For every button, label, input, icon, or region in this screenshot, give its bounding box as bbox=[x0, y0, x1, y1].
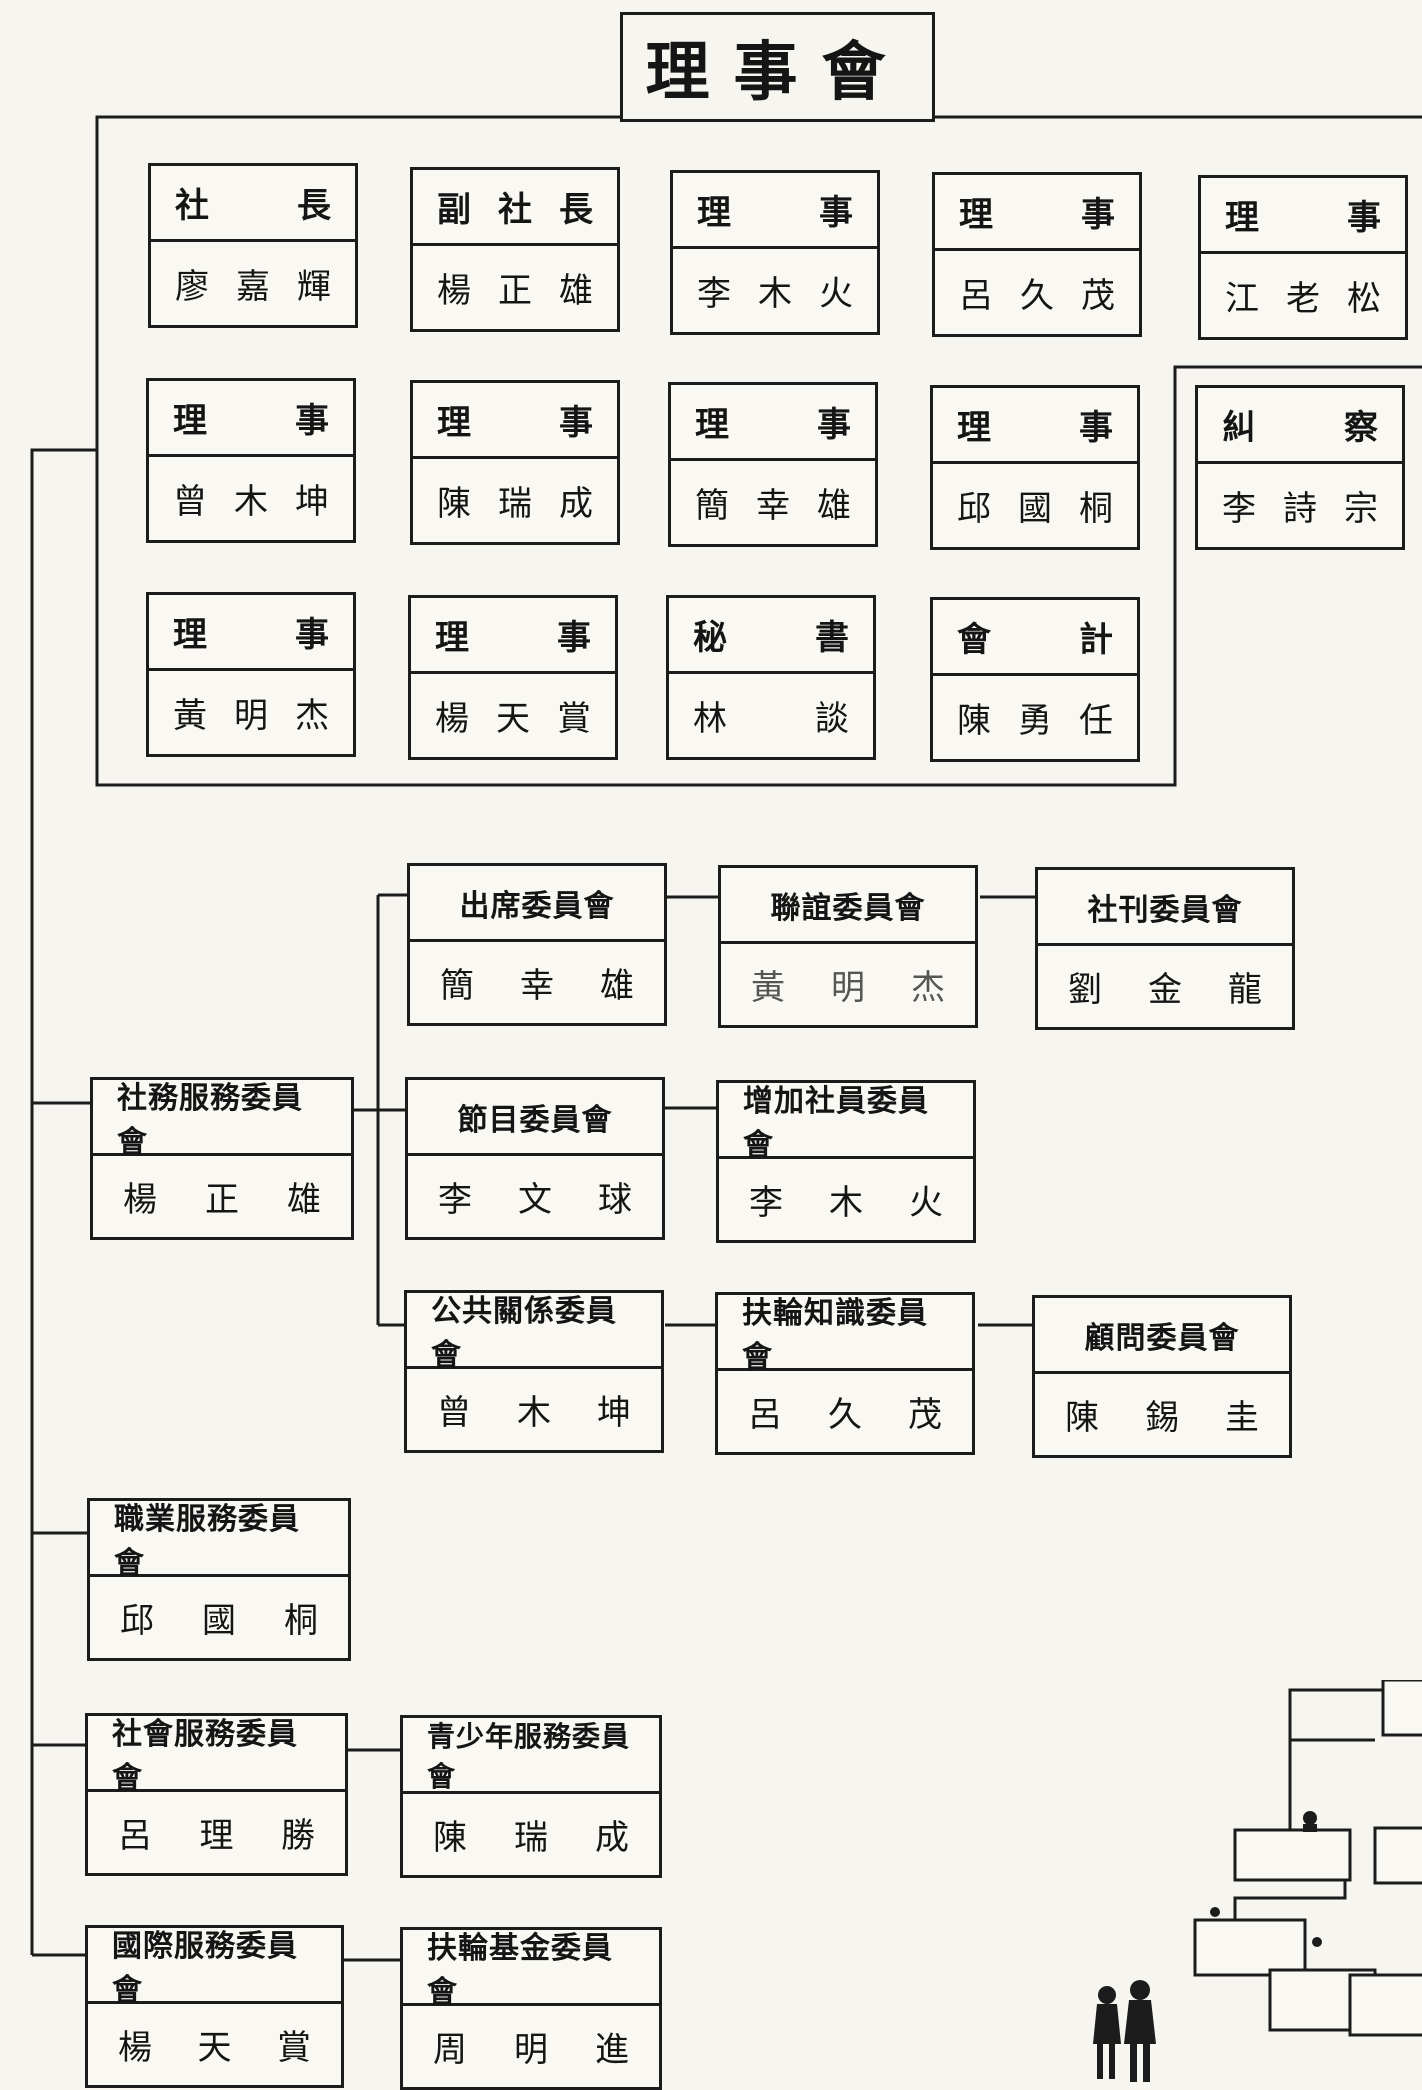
committee-chair: 李文球 bbox=[408, 1156, 662, 1237]
board-member-box: 理事 曾木坤 bbox=[146, 378, 356, 543]
committee-box: 節目委員會 李文球 bbox=[405, 1077, 665, 1240]
committee-title: 職業服務委員會 bbox=[90, 1501, 348, 1577]
committee-chair: 曾木坤 bbox=[407, 1369, 661, 1450]
board-role: 理事 bbox=[149, 595, 353, 671]
committee-title: 社會服務委員會 bbox=[88, 1716, 345, 1792]
board-name: 陳勇任 bbox=[933, 676, 1137, 759]
committee-chair: 李木火 bbox=[719, 1159, 973, 1240]
board-role: 理事 bbox=[935, 175, 1139, 251]
board-name: 廖嘉輝 bbox=[151, 242, 355, 325]
board-role: 副社長 bbox=[413, 170, 617, 246]
board-member-box: 理事 簡幸雄 bbox=[668, 382, 878, 547]
committee-chair: 呂久茂 bbox=[718, 1371, 972, 1452]
board-role: 理事 bbox=[671, 385, 875, 461]
board-name: 邱國桐 bbox=[933, 464, 1137, 547]
board-role: 社長 bbox=[151, 166, 355, 242]
board-member-box: 理事 江老松 bbox=[1198, 175, 1408, 340]
committee-chair: 楊天賞 bbox=[88, 2004, 341, 2085]
board-name: 李木火 bbox=[673, 249, 877, 332]
committee-title: 社務服務委員會 bbox=[93, 1080, 351, 1156]
committee-chair: 呂理勝 bbox=[88, 1792, 345, 1873]
board-member-box: 秘書 林談 bbox=[666, 595, 876, 760]
board-member-box: 理事 呂久茂 bbox=[932, 172, 1142, 337]
board-name: 林談 bbox=[669, 674, 873, 757]
board-name: 曾木坤 bbox=[149, 457, 353, 540]
committee-title: 出席委員會 bbox=[410, 866, 664, 942]
board-name: 陳瑞成 bbox=[413, 459, 617, 542]
board-role: 理事 bbox=[413, 383, 617, 459]
board-member-box: 理事 李木火 bbox=[670, 170, 880, 335]
staircase-illustration bbox=[1085, 1680, 1422, 2087]
board-role: 理事 bbox=[411, 598, 615, 674]
committee-title: 增加社員委員會 bbox=[719, 1083, 973, 1159]
board-name: 呂久茂 bbox=[935, 251, 1139, 334]
committee-title: 聯誼委員會 bbox=[721, 868, 975, 944]
committee-title: 公共關係委員會 bbox=[407, 1293, 661, 1369]
board-role: 理事 bbox=[1201, 178, 1405, 254]
committee-title: 青少年服務委員會 bbox=[403, 1718, 659, 1794]
committee-chair: 簡幸雄 bbox=[410, 942, 664, 1023]
board-name: 黃明杰 bbox=[149, 671, 353, 754]
committee-box: 社刊委員會 劉金龍 bbox=[1035, 867, 1295, 1030]
committee-chair: 周明進 bbox=[403, 2006, 659, 2087]
board-name: 楊正雄 bbox=[413, 246, 617, 329]
board-member-box: 糾察 李詩宗 bbox=[1195, 385, 1405, 550]
board-member-box: 社長 廖嘉輝 bbox=[148, 163, 358, 328]
board-name: 江老松 bbox=[1201, 254, 1405, 337]
committee-chair: 陳錫圭 bbox=[1035, 1374, 1289, 1455]
board-role: 會計 bbox=[933, 600, 1137, 676]
committee-box: 國際服務委員會 楊天賞 bbox=[85, 1925, 344, 2088]
committee-box: 顧問委員會 陳錫圭 bbox=[1032, 1295, 1292, 1458]
board-role: 糾察 bbox=[1198, 388, 1402, 464]
committee-box: 增加社員委員會 李木火 bbox=[716, 1080, 976, 1243]
board-name: 楊天賞 bbox=[411, 674, 615, 757]
committee-chair: 邱國桐 bbox=[90, 1577, 348, 1658]
committee-title: 社刊委員會 bbox=[1038, 870, 1292, 946]
committee-title: 國際服務委員會 bbox=[88, 1928, 341, 2004]
board-name: 李詩宗 bbox=[1198, 464, 1402, 547]
board-member-box: 會計 陳勇任 bbox=[930, 597, 1140, 762]
board-member-box: 理事 陳瑞成 bbox=[410, 380, 620, 545]
committee-chair: 黃明杰 bbox=[721, 944, 975, 1025]
committee-title: 扶輪知識委員會 bbox=[718, 1295, 972, 1371]
committee-box: 社會服務委員會 呂理勝 bbox=[85, 1713, 348, 1876]
committee-chair: 陳瑞成 bbox=[403, 1794, 659, 1875]
committee-box: 青少年服務委員會 陳瑞成 bbox=[400, 1715, 662, 1878]
committee-chair: 劉金龍 bbox=[1038, 946, 1292, 1027]
committee-box: 聯誼委員會 黃明杰 bbox=[718, 865, 978, 1028]
board-member-box: 理事 邱國桐 bbox=[930, 385, 1140, 550]
board-member-box: 理事 黃明杰 bbox=[146, 592, 356, 757]
board-title: 理事會 bbox=[620, 12, 935, 122]
committee-title: 扶輪基金委員會 bbox=[403, 1930, 659, 2006]
board-name: 簡幸雄 bbox=[671, 461, 875, 544]
committee-box: 公共關係委員會 曾木坤 bbox=[404, 1290, 664, 1453]
committee-box: 出席委員會 簡幸雄 bbox=[407, 863, 667, 1026]
board-role: 理事 bbox=[149, 381, 353, 457]
committee-box: 社務服務委員會 楊正雄 bbox=[90, 1077, 354, 1240]
committee-chair: 楊正雄 bbox=[93, 1156, 351, 1237]
board-role: 理事 bbox=[673, 173, 877, 249]
board-member-box: 副社長 楊正雄 bbox=[410, 167, 620, 332]
committee-title: 顧問委員會 bbox=[1035, 1298, 1289, 1374]
committee-title: 節目委員會 bbox=[408, 1080, 662, 1156]
board-member-box: 理事 楊天賞 bbox=[408, 595, 618, 760]
board-role: 秘書 bbox=[669, 598, 873, 674]
committee-box: 扶輪基金委員會 周明進 bbox=[400, 1927, 662, 2090]
board-role: 理事 bbox=[933, 388, 1137, 464]
committee-box: 職業服務委員會 邱國桐 bbox=[87, 1498, 351, 1661]
committee-box: 扶輪知識委員會 呂久茂 bbox=[715, 1292, 975, 1455]
